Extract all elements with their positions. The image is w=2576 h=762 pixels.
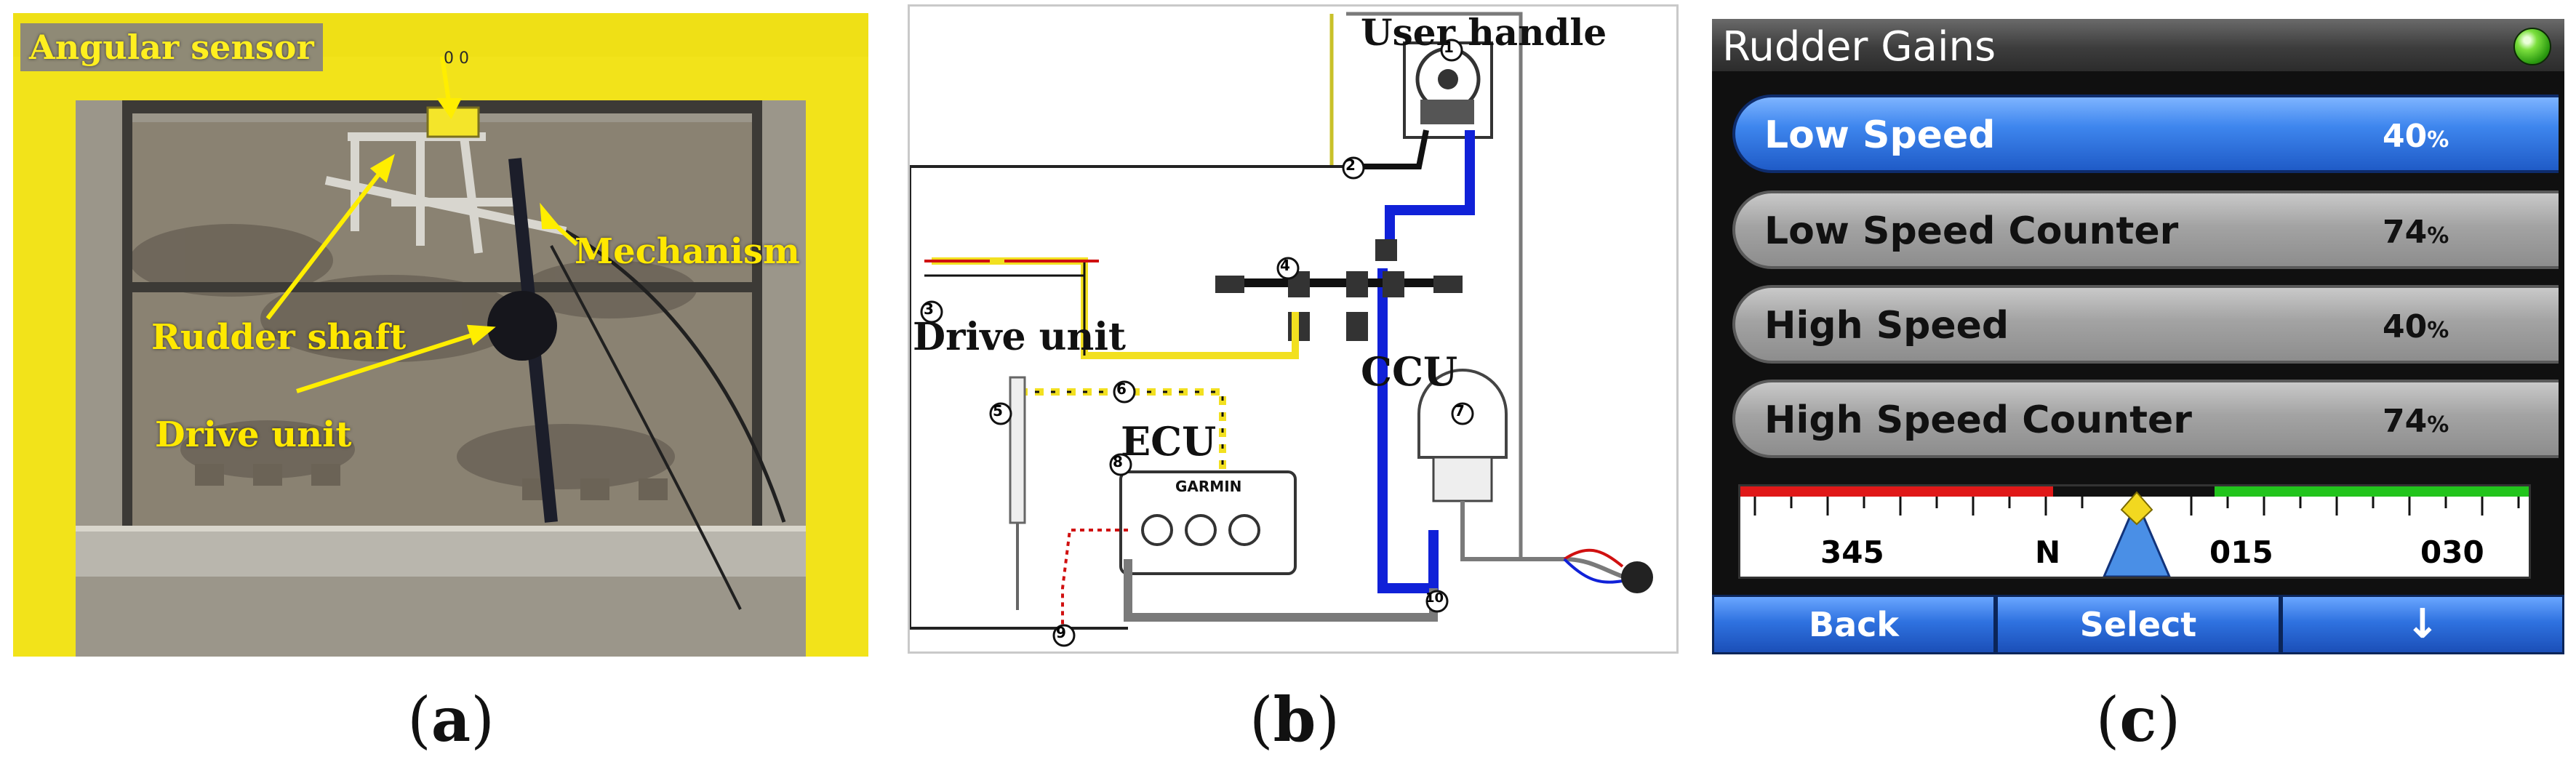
compass-tick-345: 345: [1820, 534, 1884, 570]
port-bar: [1740, 486, 2053, 497]
user-handle-label: User handle: [1361, 11, 1607, 54]
rudder-shaft-label: Rudder shaft: [151, 317, 407, 358]
compass-tick-030: 030: [2420, 534, 2484, 570]
heading-compass: 345 N 015 030: [1738, 484, 2531, 579]
softkey-bar: Back Select ↓: [1712, 595, 2564, 654]
page-title: Rudder Gains: [1722, 23, 1996, 71]
photo-panel-a: Angular sensor Mechanism Rudder shaft Dr…: [13, 13, 868, 657]
menu-item-high-speed-counter[interactable]: High Speed Counter 74%: [1732, 380, 2559, 458]
caption-c: (c): [2095, 683, 2181, 755]
marker-5: 5: [993, 402, 1003, 420]
ecu-label: ECU: [1121, 418, 1217, 465]
marker-8: 8: [1113, 453, 1123, 470]
mechanism-label: Mechanism: [575, 231, 800, 272]
wiring-diagram-panel-b: 1 2 3 4 5 6 7 8 9 10 User handle Drive u…: [908, 4, 1679, 654]
drive-unit-label: Drive unit: [155, 414, 352, 455]
compass-tick-n: N: [2035, 534, 2061, 570]
marker-3: 3: [924, 300, 934, 318]
status-led-icon: [2513, 28, 2551, 65]
caption-a: (a): [407, 683, 495, 755]
marker-2: 2: [1345, 156, 1356, 174]
garmin-label: GARMIN: [1175, 478, 1242, 495]
back-button[interactable]: Back: [1712, 595, 1996, 654]
drive-unit-diagram-label: Drive unit: [913, 315, 1127, 359]
menu-item-label: High Speed Counter: [1764, 398, 2192, 442]
compass-tape: [1740, 486, 2529, 577]
wiring-diagram: [908, 12, 1653, 647]
menu-item-high-speed[interactable]: High Speed 40%: [1732, 285, 2559, 364]
marker-7: 7: [1455, 402, 1465, 420]
ccu-label: CCU: [1361, 348, 1458, 395]
plate-marking: 0 0: [444, 49, 469, 68]
menu-item-low-speed[interactable]: Low Speed 40%: [1732, 95, 2559, 173]
select-button[interactable]: Select: [1996, 595, 2281, 654]
compass-tick-015: 015: [2209, 534, 2273, 570]
test-rig-photo: [13, 13, 868, 657]
heading-marker-icon: [2120, 491, 2153, 526]
screen-header: Rudder Gains: [1712, 19, 2564, 71]
down-arrow-icon[interactable]: ↓: [2281, 595, 2564, 654]
menu-item-value: 40%: [2383, 308, 2449, 345]
menu-item-low-speed-counter[interactable]: Low Speed Counter 74%: [1732, 190, 2559, 269]
marker-4: 4: [1280, 257, 1290, 274]
rudder-pointer-icon: [2103, 498, 2171, 577]
angular-sensor-label: Angular sensor: [20, 23, 323, 71]
menu-item-value: 40%: [2383, 118, 2449, 155]
device-screen-panel-c: Rudder Gains Low Speed 40% Low Speed Cou…: [1712, 19, 2564, 654]
menu-item-value: 74%: [2383, 214, 2449, 251]
menu-item-label: High Speed: [1764, 304, 2009, 348]
starboard-bar: [2215, 486, 2529, 497]
marker-6: 6: [1116, 380, 1127, 398]
menu-item-label: Low Speed: [1764, 113, 1996, 157]
marker-1: 1: [1444, 39, 1454, 56]
menu-item-value: 74%: [2383, 403, 2449, 440]
marker-10: 10: [1425, 590, 1444, 606]
caption-b: (b): [1249, 683, 1340, 755]
marker-9: 9: [1056, 624, 1066, 641]
menu-item-label: Low Speed Counter: [1764, 209, 2179, 253]
